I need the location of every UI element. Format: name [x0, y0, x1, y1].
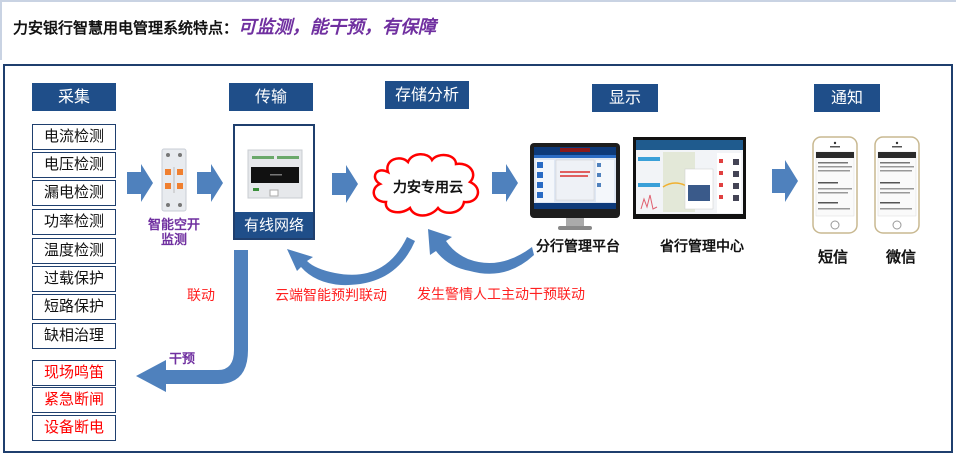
collect-item-current: 电流检测 — [32, 124, 116, 150]
collect-item-voltage: 电压检测 — [32, 152, 116, 178]
intervene-item-emergency-trip: 紧急断闸 — [32, 387, 116, 413]
arrow-right-icon — [492, 164, 518, 202]
section-notify: 通知 — [814, 84, 880, 112]
title-highlight: 可监测，能干预，有保障 — [238, 17, 437, 38]
wechat-phone-icon — [874, 136, 920, 234]
breaker-label-line2: 监测 — [160, 233, 187, 248]
cloud-predict-label: 云端智能预判联动 — [275, 288, 387, 304]
collect-item-leakage: 漏电检测 — [32, 180, 116, 206]
breaker-label: 智能空开 监测 — [142, 218, 206, 248]
collect-item-temperature: 温度检测 — [32, 238, 116, 264]
collect-item-power: 功率检测 — [32, 209, 116, 235]
collect-item-phaseloss: 缺相治理 — [32, 323, 116, 349]
cloud-icon — [372, 153, 480, 217]
network-device-panel: 有线网络 — [233, 124, 315, 240]
intervene-item-power-off: 设备断电 — [32, 415, 116, 441]
collect-item-shortcircuit: 短路保护 — [32, 294, 116, 320]
province-center-label: 省行管理中心 — [660, 239, 744, 255]
smart-breaker-icon — [161, 148, 187, 212]
arrow-right-icon — [197, 164, 223, 202]
network-label: 有线网络 — [235, 212, 313, 238]
branch-monitor-icon — [530, 143, 620, 230]
page-title: 力安银行智慧用电管理系统特点：可监测，能干预，有保障 — [13, 13, 436, 39]
page-top-border — [0, 0, 956, 2]
sms-phone-icon — [812, 136, 858, 234]
manual-intervene-label: 发生警情人工主动干预联动 — [417, 287, 585, 303]
section-display: 显示 — [592, 84, 658, 112]
page-left-border — [0, 0, 2, 60]
section-collect: 采集 — [32, 83, 116, 111]
breaker-label-line1: 智能空开 — [147, 218, 200, 233]
province-screen-icon — [633, 137, 746, 219]
cloud-feedback-arrow-icon — [287, 237, 415, 286]
collect-item-overload: 过载保护 — [32, 266, 116, 292]
arrow-right-icon — [127, 164, 153, 202]
sms-label: 短信 — [818, 248, 849, 266]
network-module-icon — [247, 149, 303, 199]
section-storage: 存储分析 — [385, 81, 469, 109]
linkage-label: 联动 — [187, 288, 215, 304]
diagram-frame — [3, 64, 953, 453]
intervene-label: 干预 — [169, 352, 196, 367]
cloud-label: 力安专用云 — [393, 180, 463, 196]
arrow-right-icon — [332, 165, 358, 203]
branch-platform-label: 分行管理平台 — [536, 239, 620, 255]
intervene-item-siren: 现场鸣笛 — [32, 360, 116, 386]
arrow-right-icon — [772, 160, 798, 202]
manual-feedback-arrow-icon — [428, 229, 534, 274]
section-transmit: 传输 — [229, 83, 313, 111]
title-prefix: 力安银行智慧用电管理系统特点： — [13, 19, 239, 37]
intervene-bent-arrow-icon — [136, 250, 248, 392]
wechat-label: 微信 — [886, 248, 917, 266]
